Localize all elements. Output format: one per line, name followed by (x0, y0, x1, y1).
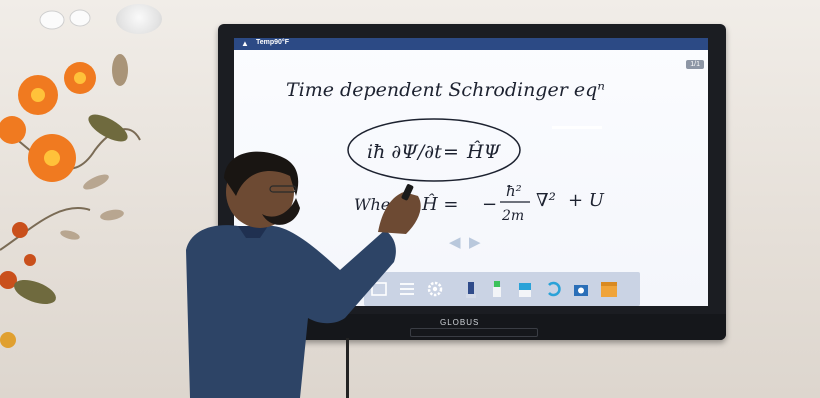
display-brand: GLOBUS (440, 318, 480, 327)
equation-left: iħ ∂Ψ/∂t (367, 141, 442, 163)
minus-sign: − (482, 194, 497, 215)
heading-text: Time dependent Schrodinger eqⁿ (286, 79, 605, 101)
whiteboard-screen[interactable]: ▲ Temp90°F 1/1 Time dependent Schrodinge… (234, 38, 708, 306)
kinetic-numerator: ħ² (506, 182, 522, 200)
gear-icon[interactable] (426, 279, 444, 299)
eraser-icon[interactable] (516, 279, 534, 299)
pen-icon[interactable] (462, 279, 480, 299)
app-title: Temp90°F (256, 39, 290, 46)
handwriting-layer: Time dependent Schrodinger eqⁿ iħ ∂Ψ/∂t … (286, 79, 605, 224)
where-text: Where (354, 195, 407, 214)
hamiltonian-text: Ĥ = (421, 192, 459, 215)
equation-right: ĤΨ (466, 140, 502, 163)
ceiling-sensor (116, 4, 162, 34)
equation-equals: = (443, 141, 459, 163)
flower-mural (0, 9, 141, 348)
menu-icon[interactable] (398, 279, 416, 299)
kinetic-denominator: 2m (501, 208, 524, 224)
page-nav: ◀ ▶ (449, 233, 485, 252)
display-front-buttons (410, 328, 538, 337)
next-page-icon[interactable]: ▶ (469, 234, 481, 251)
wifi-icon: ▲ (241, 39, 249, 48)
undo-icon[interactable] (544, 279, 562, 299)
camera-icon[interactable] (572, 279, 590, 299)
page-indicator[interactable]: 1/1 (686, 60, 704, 69)
annotation-toolbar (364, 272, 640, 306)
power-cable (346, 338, 349, 398)
status-bar: ▲ Temp90°F (234, 38, 708, 50)
nabla-squared: ∇² (536, 190, 556, 211)
equation-circle (347, 118, 521, 182)
grid-icon[interactable] (370, 279, 388, 299)
potential-term: + U (568, 190, 605, 211)
screen-glare (552, 126, 602, 129)
prev-page-icon[interactable]: ◀ (449, 234, 461, 251)
box-icon[interactable] (600, 279, 618, 299)
marker-icon[interactable] (488, 279, 506, 299)
